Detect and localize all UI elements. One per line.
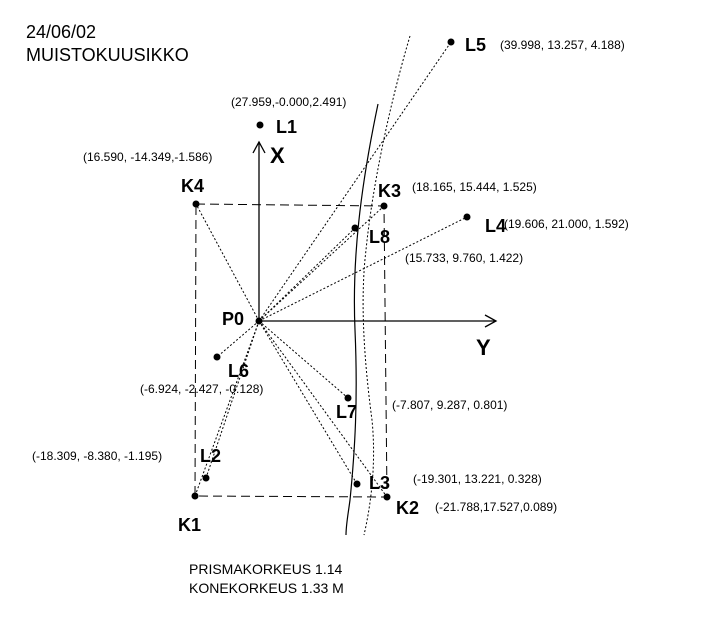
y-axis-label: Y bbox=[476, 335, 491, 360]
point-coords-l7: (-7.807, 9.287, 0.801) bbox=[392, 398, 507, 412]
point-marker-l4 bbox=[463, 213, 471, 221]
point-marker-p0 bbox=[255, 317, 263, 325]
point-coords-l1: (27.959,-0.000,2.491) bbox=[231, 95, 346, 109]
point-label-k2: K2 bbox=[396, 498, 419, 518]
point-label-l8: L8 bbox=[369, 227, 390, 247]
station-rectangle bbox=[194, 203, 388, 498]
sight-line-l8 bbox=[258, 227, 356, 322]
point-label-l5: L5 bbox=[465, 35, 486, 55]
point-coords-l4: (19.606, 21.000, 1.592) bbox=[504, 217, 629, 231]
instrument-height-label: KONEKORKEUS 1.33 M bbox=[189, 580, 344, 596]
point-marker-l6 bbox=[213, 353, 221, 361]
stream-line bbox=[345, 103, 379, 536]
sight-line-l6 bbox=[216, 320, 260, 358]
point-label-l7: L7 bbox=[336, 402, 357, 422]
point-coords-l6: (-6.924, -2.427, -0.128) bbox=[140, 382, 263, 396]
point-coords-k4: (16.590, -14.349,-1.586) bbox=[83, 150, 212, 164]
point-label-k3: K3 bbox=[378, 181, 401, 201]
point-marker-k2 bbox=[383, 493, 391, 501]
point-coords-k2: (-21.788,17.527,0.089) bbox=[435, 500, 557, 514]
x-axis-label: X bbox=[270, 143, 285, 168]
point-marker-l7 bbox=[344, 394, 352, 402]
point-label-l3: L3 bbox=[369, 473, 390, 493]
point-label-l1: L1 bbox=[276, 117, 297, 137]
sight-line-l7 bbox=[258, 320, 349, 399]
point-label-l4: L4 bbox=[485, 216, 506, 236]
sight-line-k4 bbox=[195, 203, 260, 322]
point-label-k4: K4 bbox=[181, 176, 204, 196]
point-label-p0: P0 bbox=[222, 309, 244, 329]
footer-note: PRISMAKORKEUS 1.14 KONEKORKEUS 1.33 M bbox=[189, 560, 344, 598]
y-axis-arrow-icon bbox=[484, 314, 498, 328]
point-label-l2: L2 bbox=[200, 446, 221, 466]
point-marker-k3 bbox=[380, 202, 388, 210]
point-marker-l8 bbox=[351, 224, 359, 232]
sight-line-k2 bbox=[258, 320, 388, 498]
date-label: 24/06/02 bbox=[26, 22, 97, 42]
point-coords-l2: (-18.309, -8.380, -1.195) bbox=[32, 449, 162, 463]
point-coords-k3: (18.165, 15.444, 1.525) bbox=[412, 180, 537, 194]
point-marker-l2 bbox=[202, 474, 210, 482]
point-coords-l3: (-19.301, 13.221, 0.328) bbox=[413, 472, 542, 486]
point-marker-l3 bbox=[353, 480, 361, 488]
point-label-l6: L6 bbox=[228, 361, 249, 381]
x-axis-arrow-icon bbox=[252, 140, 266, 154]
sight-line-k3 bbox=[258, 205, 385, 322]
point-marker-k4 bbox=[192, 200, 200, 208]
point-marker-l1 bbox=[256, 121, 264, 129]
sight-line-l5 bbox=[258, 41, 452, 322]
point-label-k1: K1 bbox=[178, 515, 201, 535]
point-marker-k1 bbox=[191, 492, 199, 500]
sight-line-k1 bbox=[194, 320, 260, 497]
point-coords-l8: (15.733, 9.760, 1.422) bbox=[405, 251, 523, 265]
point-coords-l5: (39.998, 13.257, 4.188) bbox=[500, 38, 625, 52]
prism-height-label: PRISMAKORKEUS 1.14 bbox=[189, 561, 343, 577]
page-title: MUISTOKUUSIKKO bbox=[26, 45, 189, 65]
point-marker-l5 bbox=[447, 38, 455, 46]
path-line bbox=[362, 35, 411, 536]
sight-line-l4 bbox=[258, 216, 468, 322]
